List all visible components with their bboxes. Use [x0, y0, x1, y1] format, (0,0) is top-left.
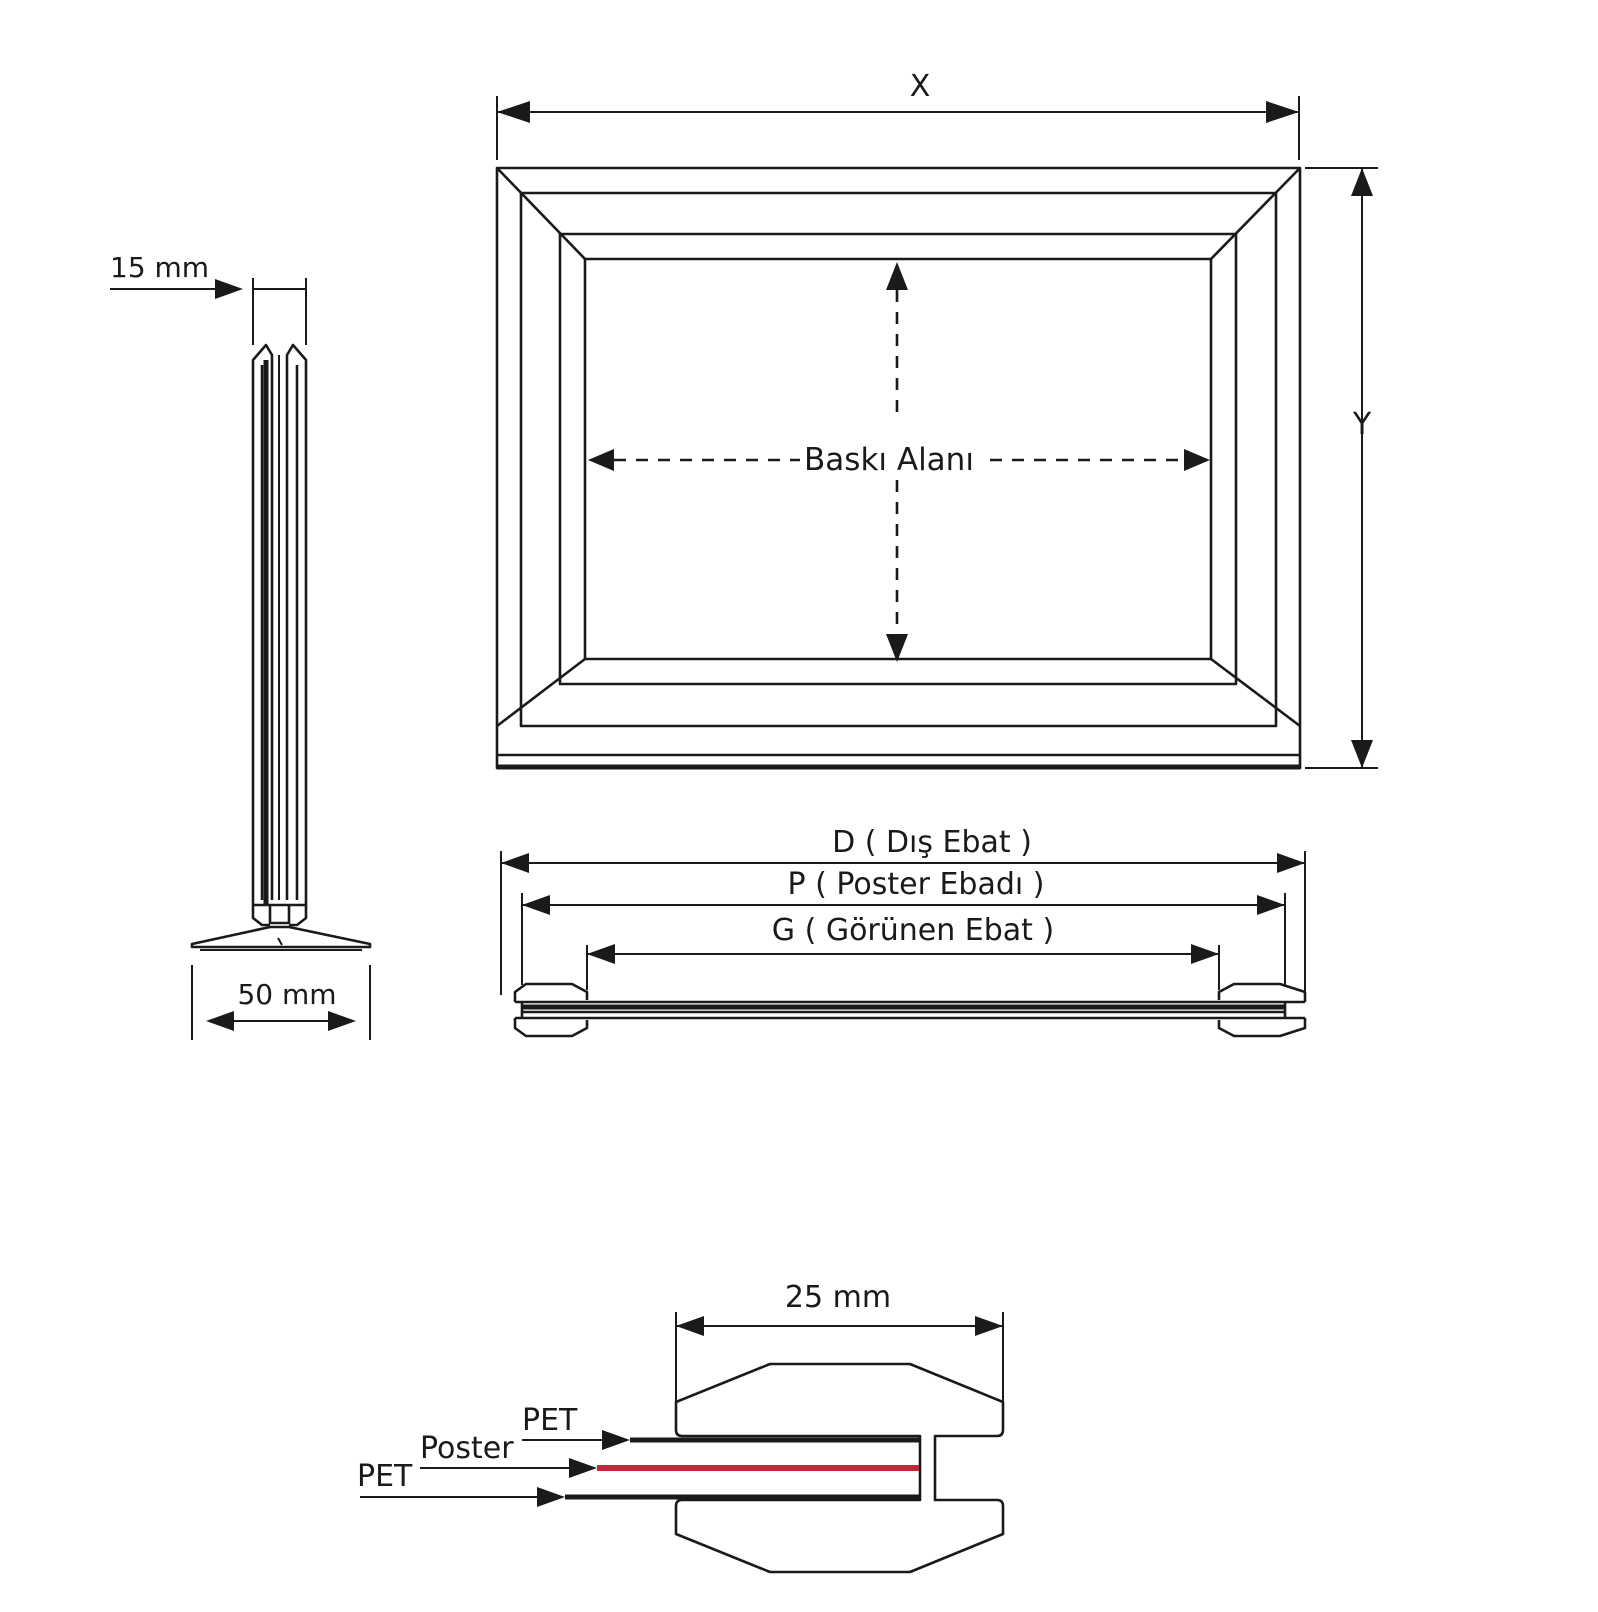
poster-label: Poster [420, 1431, 514, 1466]
detail-layers [565, 1436, 921, 1500]
dimension-base-width: 50 mm [191, 965, 371, 1040]
base-width-label: 50 mm [237, 978, 336, 1011]
pet-bottom-label: PET [357, 1459, 413, 1494]
detail-view: 25 mm PET Poster PET [357, 1280, 1005, 1574]
front-view: X Baskı Alanı [495, 69, 1378, 770]
poster-size-label: P ( Poster Ebadı ) [788, 867, 1045, 902]
dimension-visible: G ( Görünen Ebat ) [586, 913, 1220, 990]
outer-size-label: D ( Dış Ebat ) [832, 825, 1032, 860]
pet-top-label: PET [522, 1403, 578, 1438]
print-area-dimensions: Baskı Alanı [588, 262, 1210, 662]
frame-outline [495, 166, 1302, 770]
dimension-outer: D ( Dış Ebat ) [500, 825, 1306, 995]
detail-profile [674, 1362, 1005, 1574]
frame-section-profile [513, 982, 1307, 1038]
visible-size-label: G ( Görünen Ebat ) [772, 913, 1054, 948]
dimension-y-label: Y [1352, 407, 1372, 442]
profile-depth-label: 15 mm [110, 251, 209, 284]
dimension-poster: P ( Poster Ebadı ) [521, 867, 1286, 985]
side-view: 15 mm 50 mm [110, 251, 372, 1040]
side-profile [190, 343, 372, 951]
dimension-y: Y [1305, 167, 1378, 769]
dimension-profile-depth: 15 mm [110, 251, 307, 345]
print-area-label: Baskı Alanı [804, 442, 974, 478]
section-view: D ( Dış Ebat ) P ( Poster Ebadı ) G ( Gö… [500, 825, 1307, 1038]
dimension-x-label: X [910, 69, 931, 104]
dimension-x: X [496, 69, 1300, 160]
layer-leaders: PET Poster PET [357, 1403, 630, 1507]
profile-width-label: 25 mm [785, 1280, 891, 1315]
dimension-profile-width: 25 mm [675, 1280, 1004, 1410]
